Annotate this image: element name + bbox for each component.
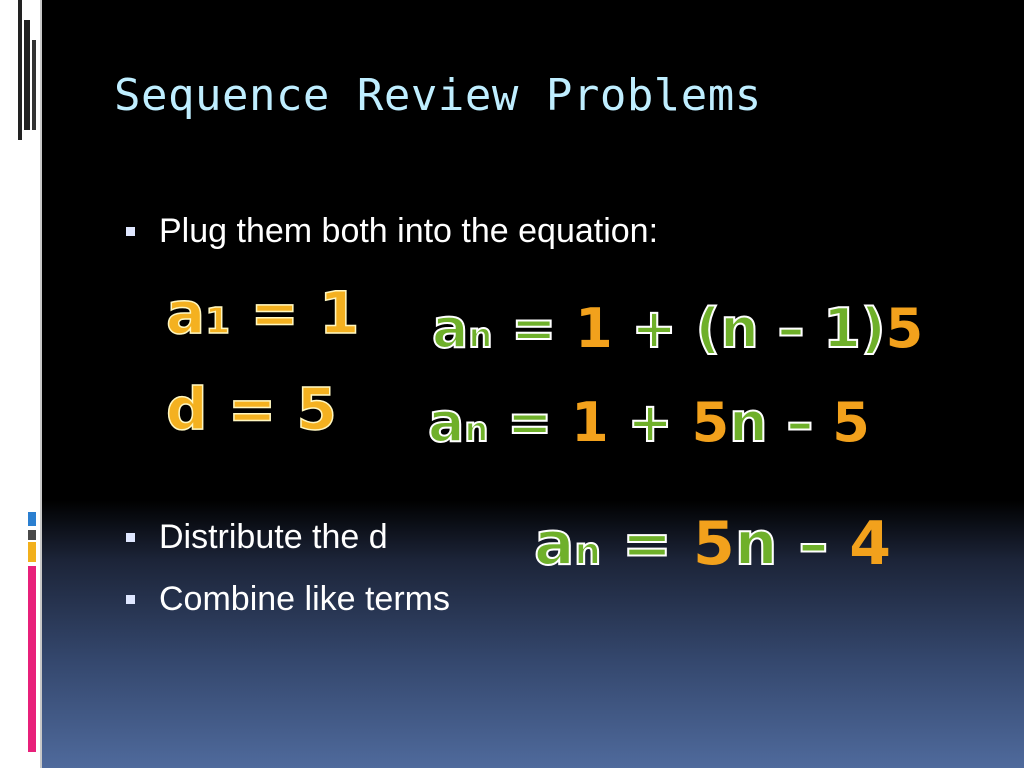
given-a1: a1 = 1 <box>165 283 360 343</box>
gray-accent <box>28 530 36 540</box>
yellow-accent <box>28 542 36 562</box>
equation-distributed: an = 1 + 5n – 5 <box>427 395 870 451</box>
left-decoration-strip <box>0 0 40 768</box>
subscript-n: n <box>573 529 602 573</box>
equals-sign: = <box>600 509 694 579</box>
first-term: 1 <box>571 391 609 454</box>
n-variable: n <box>734 509 779 579</box>
n-minus-one: (n – 1) <box>695 297 887 360</box>
a-variable: a <box>431 297 469 360</box>
bullet-text: Plug them both into the equation: <box>159 212 659 250</box>
bullet-square-icon <box>126 533 135 542</box>
first-term: 1 <box>575 297 613 360</box>
constant: 4 <box>849 509 892 579</box>
n-variable: n <box>728 391 768 454</box>
slide-title: Sequence Review Problems <box>114 70 762 121</box>
plus-sign: + <box>608 391 692 454</box>
subscript-n: n <box>463 410 489 449</box>
minus-sign: – <box>777 509 850 579</box>
a-variable: a <box>427 391 465 454</box>
pink-accent <box>28 566 36 752</box>
constant: 5 <box>832 391 870 454</box>
a-variable: a <box>533 509 575 579</box>
equation-final: an = 5n – 4 <box>533 513 891 575</box>
bullet-text: Combine like terms <box>159 580 450 618</box>
equation-substituted: an = 1 + (n – 1)5 <box>431 301 923 357</box>
dark-bar <box>24 20 30 130</box>
dark-bar <box>32 40 36 130</box>
equals-sign: = <box>492 297 576 360</box>
bullet-square-icon <box>126 227 135 236</box>
coefficient: 5 <box>691 391 730 454</box>
left-rule-line <box>40 0 42 768</box>
subscript-1: 1 <box>204 301 231 342</box>
common-difference: 5 <box>885 297 924 360</box>
coefficient: 5 <box>693 509 735 579</box>
bullet-text: Distribute the d <box>159 518 388 556</box>
given-d: d = 5 <box>165 375 337 443</box>
equals-one: = 1 <box>230 279 361 347</box>
minus-sign: – <box>767 391 833 454</box>
subscript-n: n <box>467 316 493 355</box>
bullet-square-icon <box>126 595 135 604</box>
stripe <box>0 0 14 768</box>
dark-bar <box>18 0 22 140</box>
a-variable: a <box>165 279 206 347</box>
bullet-plug-in: Plug them both into the equation: <box>126 212 658 251</box>
equals-sign: = <box>488 391 572 454</box>
plus-sign: + <box>612 297 696 360</box>
blue-accent <box>28 512 36 526</box>
bullet-distribute: Distribute the d <box>126 518 388 557</box>
bullet-combine: Combine like terms <box>126 580 450 619</box>
